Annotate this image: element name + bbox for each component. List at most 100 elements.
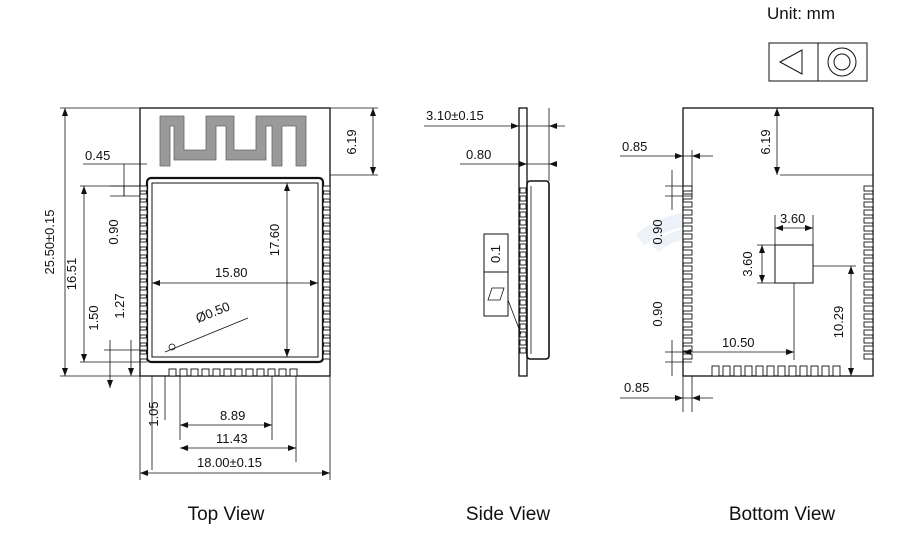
castellated-pad: [519, 339, 527, 346]
castellated-pad: [519, 243, 527, 250]
castellated-pad: [322, 193, 331, 200]
dim-3-10: 3.10±0.15: [426, 108, 484, 123]
side-pads: [519, 187, 527, 354]
castellated-pad: [682, 313, 693, 320]
castellated-pad: [322, 321, 331, 328]
top-view: 25.50±0.15 16.51 0.45 6.19 0.90 17.60 15…: [42, 107, 378, 525]
castellated-pad: [322, 217, 331, 224]
castellated-pad: [682, 281, 693, 288]
castellated-pad: [863, 321, 874, 328]
castellated-pad: [322, 201, 331, 208]
castellated-pad: [788, 365, 797, 377]
castellated-pad: [682, 241, 693, 248]
castellated-pad: [322, 257, 331, 264]
castellated-pad: [190, 368, 199, 377]
castellated-pad: [519, 251, 527, 258]
castellated-pad: [519, 187, 527, 194]
castellated-pad: [863, 201, 874, 208]
castellated-pad: [139, 289, 148, 296]
castellated-pad: [832, 365, 841, 377]
castellated-pad: [322, 209, 331, 216]
castellated-pad: [863, 297, 874, 304]
castellated-pad: [682, 209, 693, 216]
castellated-pad: [682, 265, 693, 272]
castellated-pad: [139, 257, 148, 264]
castellated-pad: [722, 365, 731, 377]
top-arrows: [62, 108, 376, 476]
right-pads: [322, 185, 331, 360]
dim-0-45: 0.45: [85, 148, 110, 163]
castellated-pad: [139, 297, 148, 304]
castellated-pad: [322, 297, 331, 304]
castellated-pad: [863, 313, 874, 320]
castellated-pad: [863, 289, 874, 296]
castellated-pad: [139, 329, 148, 336]
castellated-pad: [863, 185, 874, 192]
castellated-pad: [682, 217, 693, 224]
dim-3-60-width: 3.60: [780, 211, 805, 226]
castellated-pad: [139, 305, 148, 312]
dim-0-90-lower: 0.90: [650, 301, 665, 326]
bottom-left-pads: [682, 185, 693, 360]
castellated-pad: [863, 305, 874, 312]
dim-0-90-top: 0.90: [106, 219, 121, 244]
castellated-pad: [863, 273, 874, 280]
castellated-pad: [139, 209, 148, 216]
castellated-pad: [322, 313, 331, 320]
castellated-pad: [223, 368, 232, 377]
castellated-pad: [179, 368, 188, 377]
castellated-pad: [682, 257, 693, 264]
castellated-pad: [682, 185, 693, 192]
castellated-pad: [810, 365, 819, 377]
castellated-pad: [863, 217, 874, 224]
castellated-pad: [322, 185, 331, 192]
flatness-callout: [483, 233, 509, 317]
castellated-pad: [744, 365, 753, 377]
castellated-pad: [821, 365, 830, 377]
dim-10-50: 10.50: [722, 335, 755, 350]
castellated-pad: [863, 257, 874, 264]
castellated-pad: [519, 299, 527, 306]
castellated-pad: [682, 329, 693, 336]
castellated-pad: [519, 259, 527, 266]
castellated-pad: [322, 329, 331, 336]
castellated-pad: [863, 329, 874, 336]
castellated-pad: [234, 368, 243, 377]
castellated-pad: [519, 195, 527, 202]
castellated-pad: [863, 241, 874, 248]
castellated-pad: [289, 368, 298, 377]
dim-1-05: 1.05: [146, 401, 161, 426]
bottom-pads: [168, 368, 298, 377]
castellated-pad: [519, 227, 527, 234]
castellated-pad: [766, 365, 775, 377]
castellated-pad: [863, 265, 874, 272]
dim-0-85-bottom: 0.85: [624, 380, 649, 395]
castellated-pad: [519, 219, 527, 226]
castellated-pad: [682, 353, 693, 360]
castellated-pad: [519, 323, 527, 330]
castellated-pad: [519, 307, 527, 314]
dim-8-89: 8.89: [220, 408, 245, 423]
castellated-pad: [863, 353, 874, 360]
castellated-pad: [322, 233, 331, 240]
castellated-pad: [519, 291, 527, 298]
castellated-pad: [682, 297, 693, 304]
dim-17-60: 17.60: [267, 224, 282, 257]
castellated-pad: [682, 321, 693, 328]
castellated-pad: [322, 281, 331, 288]
castellated-pad: [139, 249, 148, 256]
castellated-pad: [139, 281, 148, 288]
bottom-right-pads: [863, 185, 874, 360]
castellated-pad: [139, 185, 148, 192]
castellated-pad: [139, 201, 148, 208]
castellated-pad: [322, 273, 331, 280]
castellated-pad: [519, 267, 527, 274]
dim-6-19-top: 6.19: [344, 129, 359, 154]
castellated-pad: [863, 225, 874, 232]
dim-6-19-bottom: 6.19: [758, 129, 773, 154]
castellated-pad: [755, 365, 764, 377]
castellated-pad: [682, 225, 693, 232]
dim-0-80: 0.80: [466, 147, 491, 162]
castellated-pad: [519, 203, 527, 210]
